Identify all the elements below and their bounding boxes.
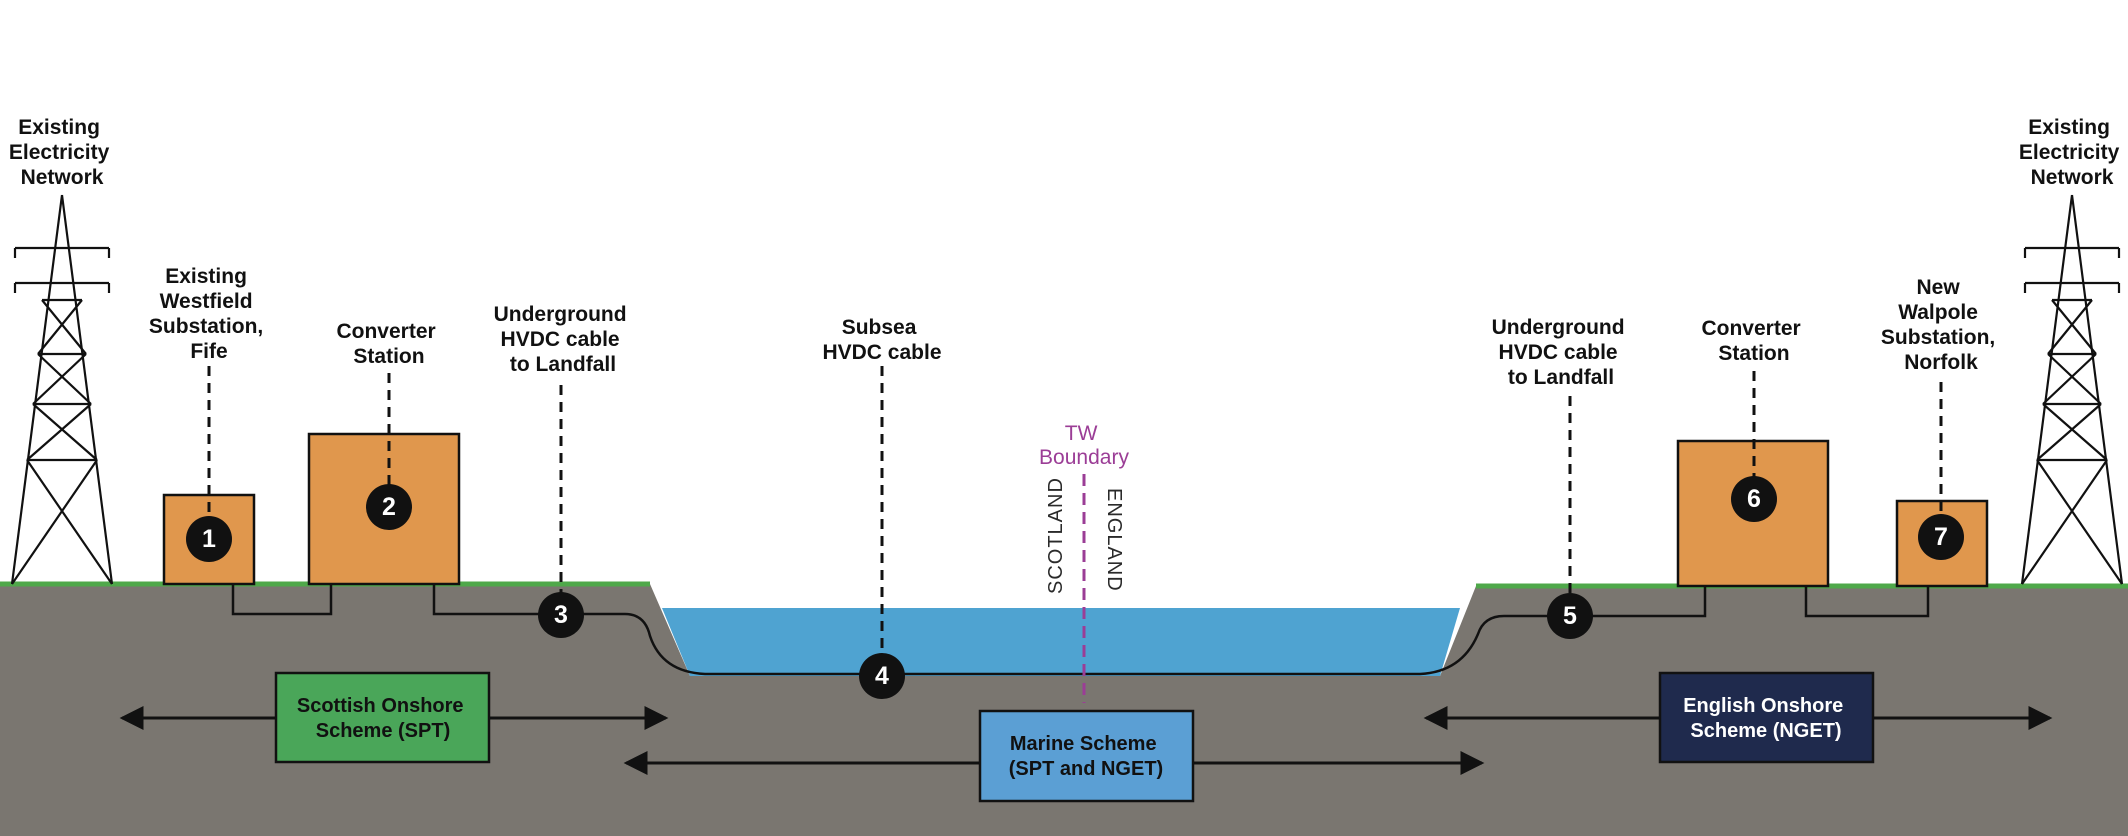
marker-5-number: 5: [1563, 602, 1577, 630]
marker-1-number: 1: [202, 525, 216, 553]
marker-7: 7: [1918, 514, 1964, 560]
label-walpole-substation: New Walpole Substation, Norfolk: [1881, 276, 2001, 374]
english-scheme-line-2: Scheme (NGET): [1690, 720, 1841, 742]
country-england: ENGLAND: [1103, 488, 1125, 592]
cable-substation-to-converter-left: [231, 584, 333, 616]
marker-7-number: 7: [1934, 523, 1948, 551]
marine-scheme-line-2: (SPT and NGET): [1009, 758, 1163, 780]
pylon-left: [10, 194, 114, 585]
scottish-scheme-line-1: Scottish Onshore: [297, 695, 464, 717]
scottish-scheme-line-2: Scheme (SPT): [316, 720, 450, 742]
marker-3-number: 3: [554, 601, 568, 629]
marker-4: 4: [859, 653, 905, 699]
english-scheme-box: English Onshore Scheme (NGET): [1658, 671, 1875, 764]
leader-lines: [207, 366, 1943, 655]
label-westfield-substation: Existing Westfield Substation, Fife: [149, 265, 269, 363]
label-existing-network-right: Existing Electricity Network: [2019, 116, 2125, 189]
svg-text:Marine Scheme (SPT and N: Marine Scheme (SPT and NGET): [1009, 733, 1163, 780]
label-underground-cable-right: Underground HVDC cable to Landfall: [1492, 316, 1631, 389]
pylon-right: [2020, 194, 2124, 585]
marker-3: 3: [538, 592, 584, 638]
scottish-scheme-box: Scottish Onshore Scheme (SPT): [274, 671, 491, 764]
svg-text:Scottish Onshore Scheme: Scottish Onshore Scheme (SPT): [297, 695, 469, 742]
marker-6-number: 6: [1747, 485, 1761, 513]
english-scheme-line-1: English Onshore: [1683, 695, 1843, 717]
cables: [231, 584, 1930, 676]
tw-boundary-label: TW Boundary: [1039, 422, 1129, 469]
label-underground-cable-left: Underground HVDC cable to Landfall: [494, 303, 633, 376]
marine-scheme-box: Marine Scheme (SPT and NGET): [978, 709, 1195, 803]
marine-scheme-line-1: Marine Scheme: [1010, 733, 1157, 755]
marker-2: 2: [366, 484, 412, 530]
label-existing-network-left: Existing Electricity Network: [9, 116, 115, 189]
country-scotland: SCOTLAND: [1045, 477, 1067, 594]
label-converter-station-left: Converter Station: [336, 320, 441, 368]
cable-converter-to-substation-right: [1804, 586, 1930, 618]
marker-5: 5: [1547, 593, 1593, 639]
cable-converter-to-landfall-left: [432, 584, 1707, 676]
marker-6: 6: [1731, 476, 1777, 522]
sea: [662, 608, 1460, 676]
label-converter-station-right: Converter Station: [1701, 317, 1806, 365]
svg-text:English Onshore Scheme (: English Onshore Scheme (NGET): [1683, 695, 1849, 742]
label-subsea-cable: Subsea HVDC cable: [822, 316, 941, 364]
marker-4-number: 4: [875, 662, 889, 690]
tw-boundary-line-1: TW: [1065, 422, 1098, 445]
marker-2-number: 2: [382, 493, 396, 521]
tw-boundary-line-2: Boundary: [1039, 446, 1129, 469]
marker-1: 1: [186, 516, 232, 562]
